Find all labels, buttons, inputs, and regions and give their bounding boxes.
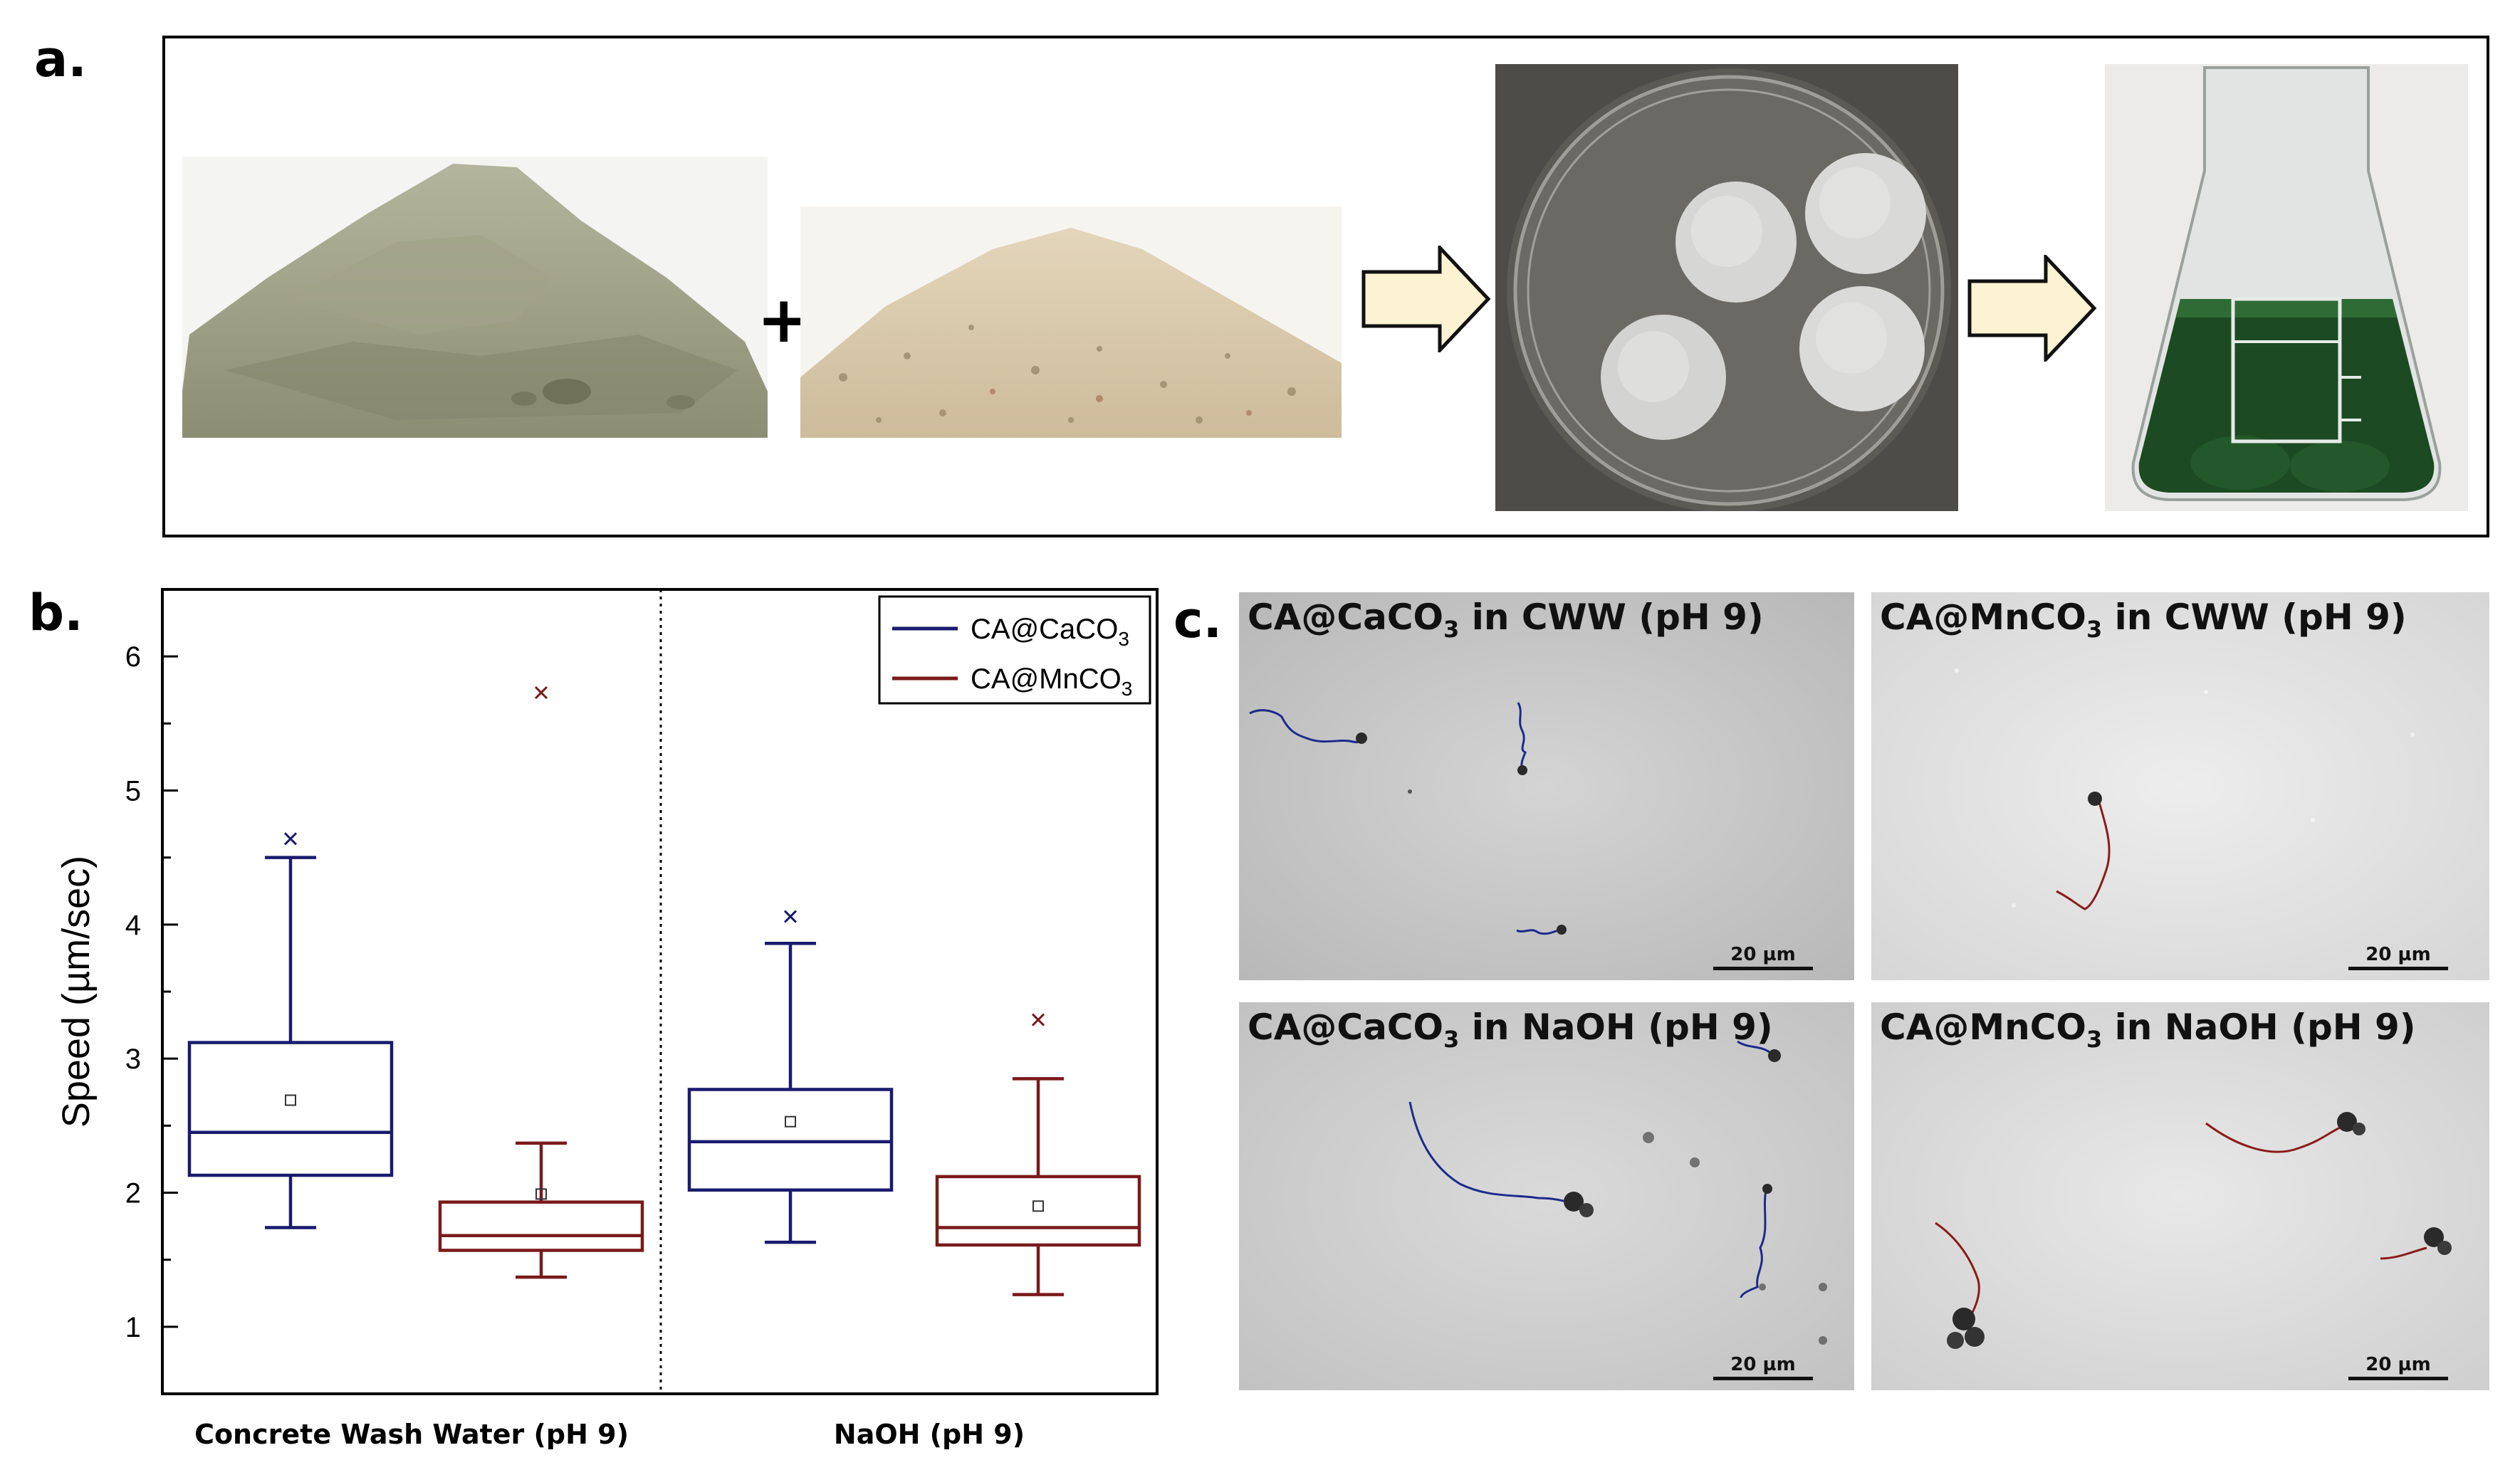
track-4c [2380,1246,2427,1260]
track-2a [2056,802,2111,910]
legend-label: CA@MnCO3 [971,663,1132,700]
scale-bar-3: 20 µm [1713,1354,1813,1380]
cement-powder-photo [182,157,768,438]
track-3c [1737,1040,1770,1054]
track-3a [1408,1101,1567,1203]
y-tick-label: 1 [125,1312,141,1343]
panel-label-c: c. [1173,591,1223,649]
x-group-label: NaOH (pH 9) [834,1419,1025,1450]
x-group-label: Concrete Wash Water (pH 9) [194,1419,629,1450]
y-tick-label: 4 [125,910,141,941]
scale-bar-4: 20 µm [2348,1354,2448,1380]
micro-title-4: CA@MnCO3 in NaOH (pH 9) [1880,1007,2416,1053]
y-tick-label: 2 [125,1178,141,1209]
box [438,1200,644,1252]
track-3b [1740,1190,1767,1298]
y-axis-label: Speed (µm/sec) [55,856,98,1128]
micro-tile-mnco3-naoh: CA@MnCO3 in NaOH (pH 9) 20 µm [1871,1002,2489,1390]
arrow-1-shape [1361,246,1491,352]
box [687,1088,894,1192]
y-tick-label: 6 [125,641,141,673]
micro-tile-caco3-naoh: CA@CaCO3 in NaOH (pH 9) 20 µm [1239,1002,1854,1390]
box [187,1041,394,1177]
outlier-marker [783,910,798,923]
arrow-2-icon [1967,255,2097,362]
y-tick-label: 5 [125,776,141,807]
micro-title-3: CA@CaCO3 in NaOH (pH 9) [1248,1007,1773,1053]
panel-label-b: b. [28,584,83,642]
panel-a-frame [162,36,2489,537]
outlier-marker [1031,1013,1045,1026]
track-4b [1935,1222,1980,1316]
legend-label: CA@CaCO3 [971,614,1129,650]
y-tick-label: 3 [125,1044,141,1075]
micro-title-1: CA@CaCO3 in CWW (pH 9) [1248,597,1764,643]
scale-bar-2: 20 µm [2348,944,2448,970]
legend-box [878,595,1151,705]
panel-label-a: a. [34,30,87,88]
micro-tile-mnco3-cww: CA@MnCO3 in CWW (pH 9) 20 µm [1871,592,2489,980]
scale-bar-1: 20 µm [1713,944,1813,970]
arrow-1-icon [1361,246,1491,352]
flask-photo [2105,64,2468,511]
mean-marker [785,1115,796,1128]
outlier-marker [283,832,298,846]
petri-dish-photo [1495,64,1958,511]
sand-photo [800,206,1342,438]
mean-marker [285,1094,296,1106]
mean-marker [535,1188,547,1200]
micro-tile-cacO3-cww: CA@CaCO3 in CWW (pH 9) 20 µm [1239,592,1854,980]
track-1c [1516,929,1559,935]
mean-marker [1032,1200,1044,1212]
track-4a [2205,1122,2342,1153]
arrow-2-shape [1967,255,2097,362]
track-1b [1517,702,1527,770]
box [935,1175,1141,1247]
micro-title-2: CA@MnCO3 in CWW (pH 9) [1880,597,2407,643]
outlier-marker [534,686,548,700]
